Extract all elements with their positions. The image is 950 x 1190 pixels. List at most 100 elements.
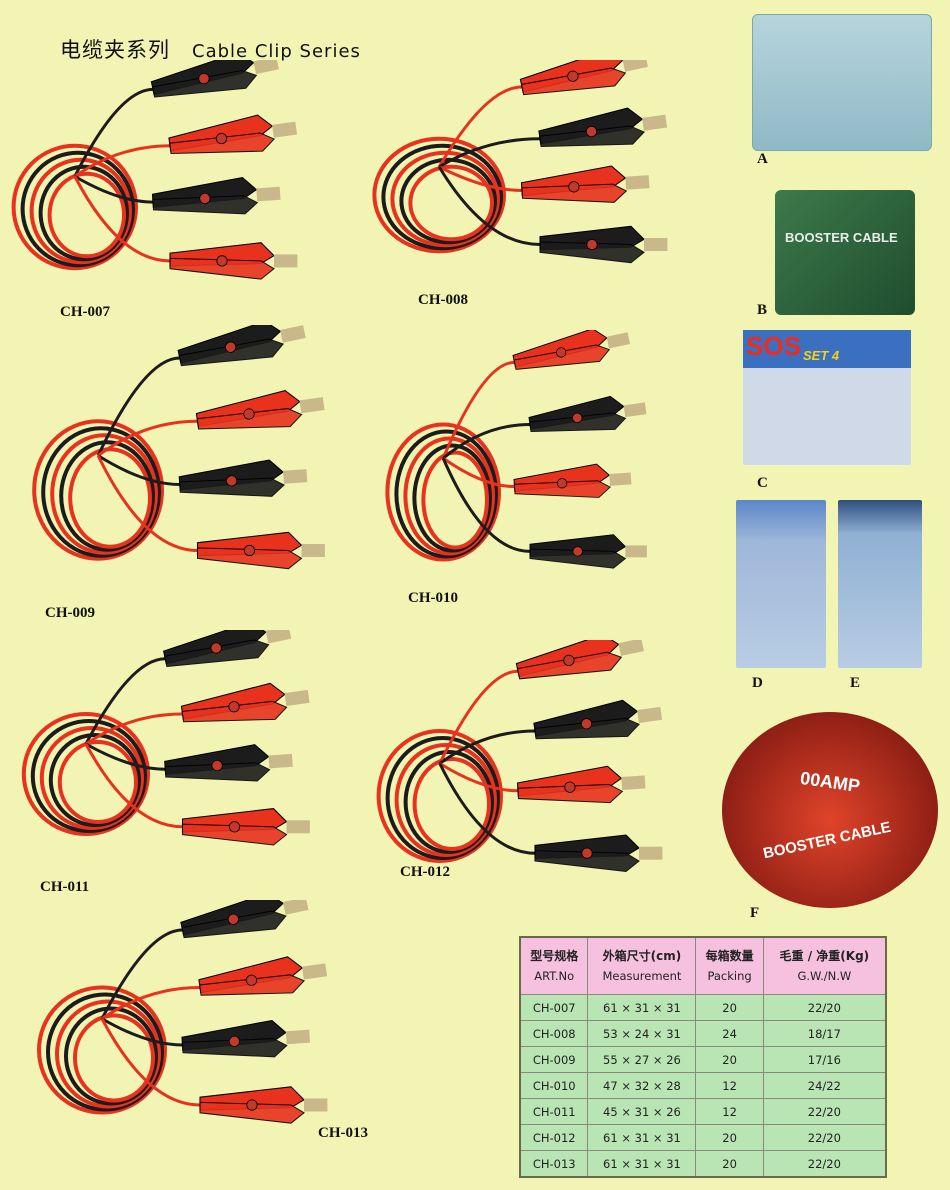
title-en: Cable Clip Series bbox=[192, 41, 361, 62]
cable-coil bbox=[68, 447, 152, 549]
table-cell: CH-009 bbox=[519, 1046, 589, 1073]
clamp-icon bbox=[195, 389, 325, 430]
product-label: CH-008 bbox=[418, 292, 468, 308]
product-label: CH-010 bbox=[408, 590, 458, 606]
clamp-icon bbox=[168, 114, 298, 155]
clamp-icon bbox=[513, 463, 632, 498]
package-c-text: SOS bbox=[746, 331, 801, 361]
package-label: E bbox=[850, 675, 861, 691]
clamp-icon bbox=[199, 1086, 328, 1124]
cable-coil bbox=[64, 1006, 158, 1106]
header-zh: 每箱数量 bbox=[705, 949, 754, 963]
product-image-ch-008 bbox=[360, 60, 720, 285]
header-en: ART.No bbox=[534, 969, 575, 983]
package-e-image bbox=[838, 500, 922, 668]
table-cell: CH-012 bbox=[519, 1124, 589, 1151]
cable-coil bbox=[50, 433, 158, 555]
clamp-icon bbox=[515, 640, 644, 680]
package-label: D bbox=[752, 675, 763, 691]
cable-coil bbox=[421, 450, 489, 550]
cable-coil bbox=[39, 726, 144, 830]
cable-coil bbox=[46, 992, 164, 1112]
table-header: 型号规格 ART.No bbox=[519, 936, 589, 995]
cable-coil bbox=[38, 164, 130, 262]
clamp-icon bbox=[180, 900, 309, 939]
clamp-icon bbox=[180, 682, 310, 723]
table-cell: 22/20 bbox=[762, 994, 887, 1021]
cable-coil bbox=[59, 440, 155, 552]
package-b-text: BOOSTER CABLE bbox=[785, 230, 898, 245]
header-en: Packing bbox=[707, 969, 752, 983]
page-title: 电缆夹系列 Cable Clip Series bbox=[60, 34, 361, 64]
product-label: CH-007 bbox=[60, 304, 110, 320]
header-en: G.W./N.W bbox=[797, 969, 852, 983]
cable-coil bbox=[412, 443, 492, 553]
table-cell: CH-011 bbox=[519, 1098, 589, 1125]
clamp-icon bbox=[528, 395, 647, 433]
title-zh: 电缆夹系列 bbox=[60, 39, 170, 62]
table-cell: 20 bbox=[695, 1124, 764, 1151]
header-zh: 型号规格 bbox=[530, 949, 579, 963]
cable-coil bbox=[11, 143, 139, 271]
cable-coil bbox=[32, 419, 164, 561]
table-header: 每箱数量 Packing bbox=[695, 936, 764, 995]
clamp-icon bbox=[533, 699, 663, 740]
package-label: A bbox=[757, 151, 768, 167]
table-cell: 45 × 31 × 26 bbox=[587, 1098, 697, 1125]
product-label: CH-013 bbox=[318, 1125, 368, 1141]
cable-coil bbox=[381, 143, 503, 251]
table-cell: CH-008 bbox=[519, 1020, 589, 1047]
package-d-image bbox=[736, 500, 826, 668]
clamp-icon bbox=[177, 325, 306, 367]
product-label: CH-011 bbox=[40, 879, 90, 895]
table-cell: 22/20 bbox=[762, 1098, 887, 1125]
table-cell: 22/20 bbox=[762, 1150, 887, 1178]
clamp-icon bbox=[150, 60, 279, 98]
table-cell: 61 × 31 × 31 bbox=[587, 1150, 697, 1178]
cable-coil bbox=[48, 733, 141, 827]
clamp-icon bbox=[516, 765, 646, 804]
clamp-icon bbox=[534, 834, 663, 872]
clamp-icon bbox=[169, 242, 298, 280]
table-cell: 12 bbox=[695, 1098, 764, 1125]
cable-coil bbox=[20, 150, 136, 268]
clamp-icon bbox=[520, 165, 650, 203]
clamp-icon bbox=[164, 744, 293, 782]
table-cell: 18/17 bbox=[762, 1020, 887, 1047]
cable-coil bbox=[394, 743, 498, 857]
product-label: CH-012 bbox=[400, 864, 450, 880]
table-cell: CH-010 bbox=[519, 1072, 589, 1099]
cable-coil bbox=[57, 740, 138, 824]
package-c-image: SOS SET 4 bbox=[743, 330, 911, 465]
cable-coil bbox=[376, 729, 504, 863]
package-f-image: 00AMP BOOSTER CABLE bbox=[722, 712, 938, 908]
cable-coil bbox=[399, 157, 497, 245]
clamp-icon bbox=[151, 177, 281, 215]
header-en: Measurement bbox=[602, 969, 682, 983]
cable-coil bbox=[372, 136, 506, 254]
table-cell: 12 bbox=[695, 1072, 764, 1099]
product-image-ch-012 bbox=[365, 640, 705, 900]
clamp-icon bbox=[538, 107, 668, 148]
table-cell: 24/22 bbox=[762, 1072, 887, 1099]
product-image-ch-007 bbox=[0, 60, 340, 305]
table-cell: 20 bbox=[695, 1150, 764, 1178]
table-cell: 53 × 24 × 31 bbox=[587, 1020, 697, 1047]
cable-coil bbox=[394, 429, 498, 559]
package-b-image: BOOSTER CABLE bbox=[775, 190, 915, 315]
clamp-icon bbox=[198, 956, 328, 996]
clamp-icon bbox=[181, 1019, 311, 1058]
table-cell: 17/16 bbox=[762, 1046, 887, 1073]
product-label: CH-009 bbox=[45, 605, 95, 621]
package-label: B bbox=[757, 302, 768, 318]
table-cell: 20 bbox=[695, 1046, 764, 1073]
cable-coil bbox=[403, 750, 495, 854]
table-cell: CH-007 bbox=[519, 994, 589, 1021]
table-cell: 55 × 27 × 26 bbox=[587, 1046, 697, 1073]
header-zh: 毛重 / 净重(Kg) bbox=[779, 949, 870, 963]
clamp-icon bbox=[196, 531, 325, 570]
